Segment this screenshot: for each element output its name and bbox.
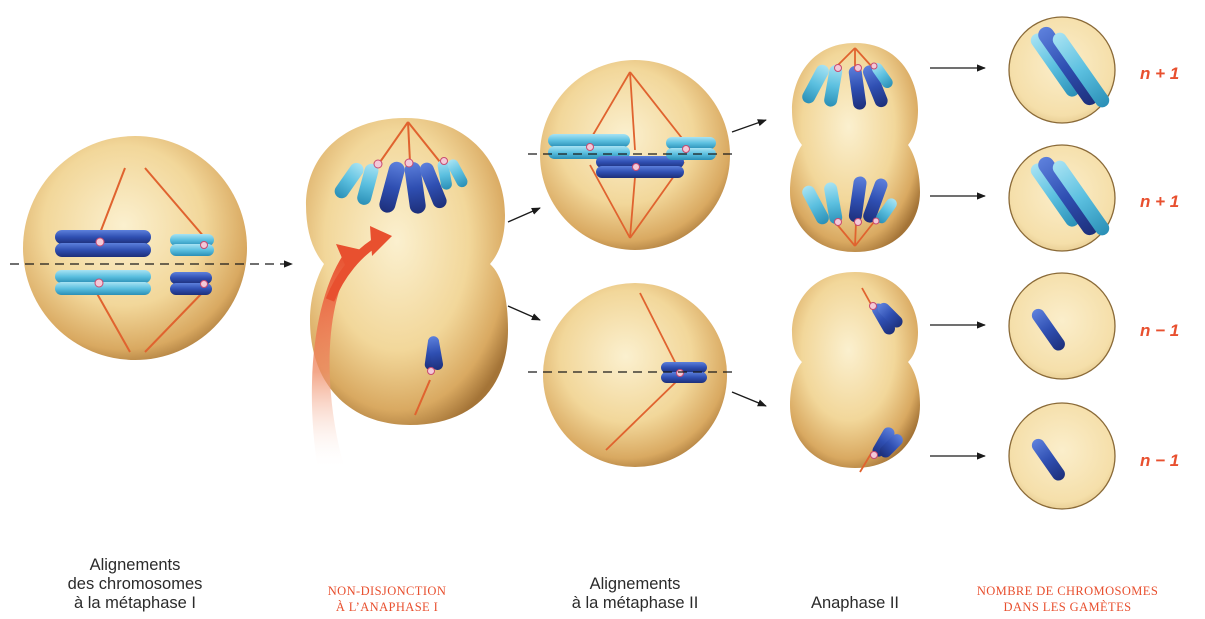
gamete-label-3: n − 1 (1140, 321, 1179, 341)
centromere (835, 219, 842, 226)
arrow-to-metaphase-2-bottom (508, 306, 540, 320)
centromere (587, 144, 594, 151)
centromere (374, 160, 382, 168)
caption-line: Anaphase II (790, 594, 920, 613)
centromere (201, 242, 208, 249)
centromere (870, 303, 877, 310)
centromere (405, 159, 413, 167)
centromere (441, 158, 448, 165)
centromere (677, 370, 684, 377)
centromere (201, 281, 208, 288)
caption-anaphase-2: Anaphase II (790, 594, 920, 613)
cell-anaphase-2-top (790, 43, 920, 252)
centromere (855, 219, 862, 226)
gamete-1 (1009, 17, 1115, 123)
caption-gamete-count: nombre de chromosomes dans les gamètes (955, 583, 1180, 615)
caption-line: nombre de chromosomes (955, 583, 1180, 599)
caption-line: non-disjonction (302, 583, 472, 599)
cell-metaphase-1 (23, 136, 247, 360)
caption-line: Alignements (40, 556, 230, 575)
gamete-3 (1009, 273, 1115, 379)
gamete-4 (1009, 403, 1115, 509)
arrow-to-anaphase-2-bottom (732, 392, 766, 406)
centromere (633, 164, 640, 171)
chromosome (666, 137, 716, 149)
centromere (95, 279, 103, 287)
gamete-label-1: n + 1 (1140, 64, 1179, 84)
caption-line: à la métaphase II (550, 594, 720, 613)
chromosome (661, 372, 707, 383)
centromere (835, 65, 842, 72)
caption-line: à la métaphase I (40, 594, 230, 613)
caption-nondisjunction: non-disjonction à l’anaphase I (302, 583, 472, 615)
centromere (871, 452, 878, 459)
caption-line: à l’anaphase I (302, 599, 472, 615)
caption-metaphase-2: Alignements à la métaphase II (550, 575, 720, 613)
chromosome (596, 166, 684, 178)
centromere (683, 146, 690, 153)
centromere (873, 218, 879, 224)
centromere (428, 368, 435, 375)
caption-metaphase-1: Alignements des chromosomes à la métapha… (40, 556, 230, 613)
cell-metaphase-2-top (528, 60, 735, 250)
cell-anaphase-2-bottom (790, 272, 920, 472)
centromere (96, 238, 104, 246)
arrow-to-anaphase-2-top (732, 120, 766, 132)
gamete-label-4: n − 1 (1140, 451, 1179, 471)
cell-metaphase-2-bottom (528, 283, 735, 467)
arrow-to-metaphase-2-top (508, 208, 540, 222)
caption-line: des chromosomes (40, 575, 230, 594)
gamete-2 (1009, 145, 1115, 251)
centromere (855, 65, 862, 72)
caption-line: dans les gamètes (955, 599, 1180, 615)
centromere (871, 63, 877, 69)
gamete-label-2: n + 1 (1140, 192, 1179, 212)
caption-line: Alignements (550, 575, 720, 594)
